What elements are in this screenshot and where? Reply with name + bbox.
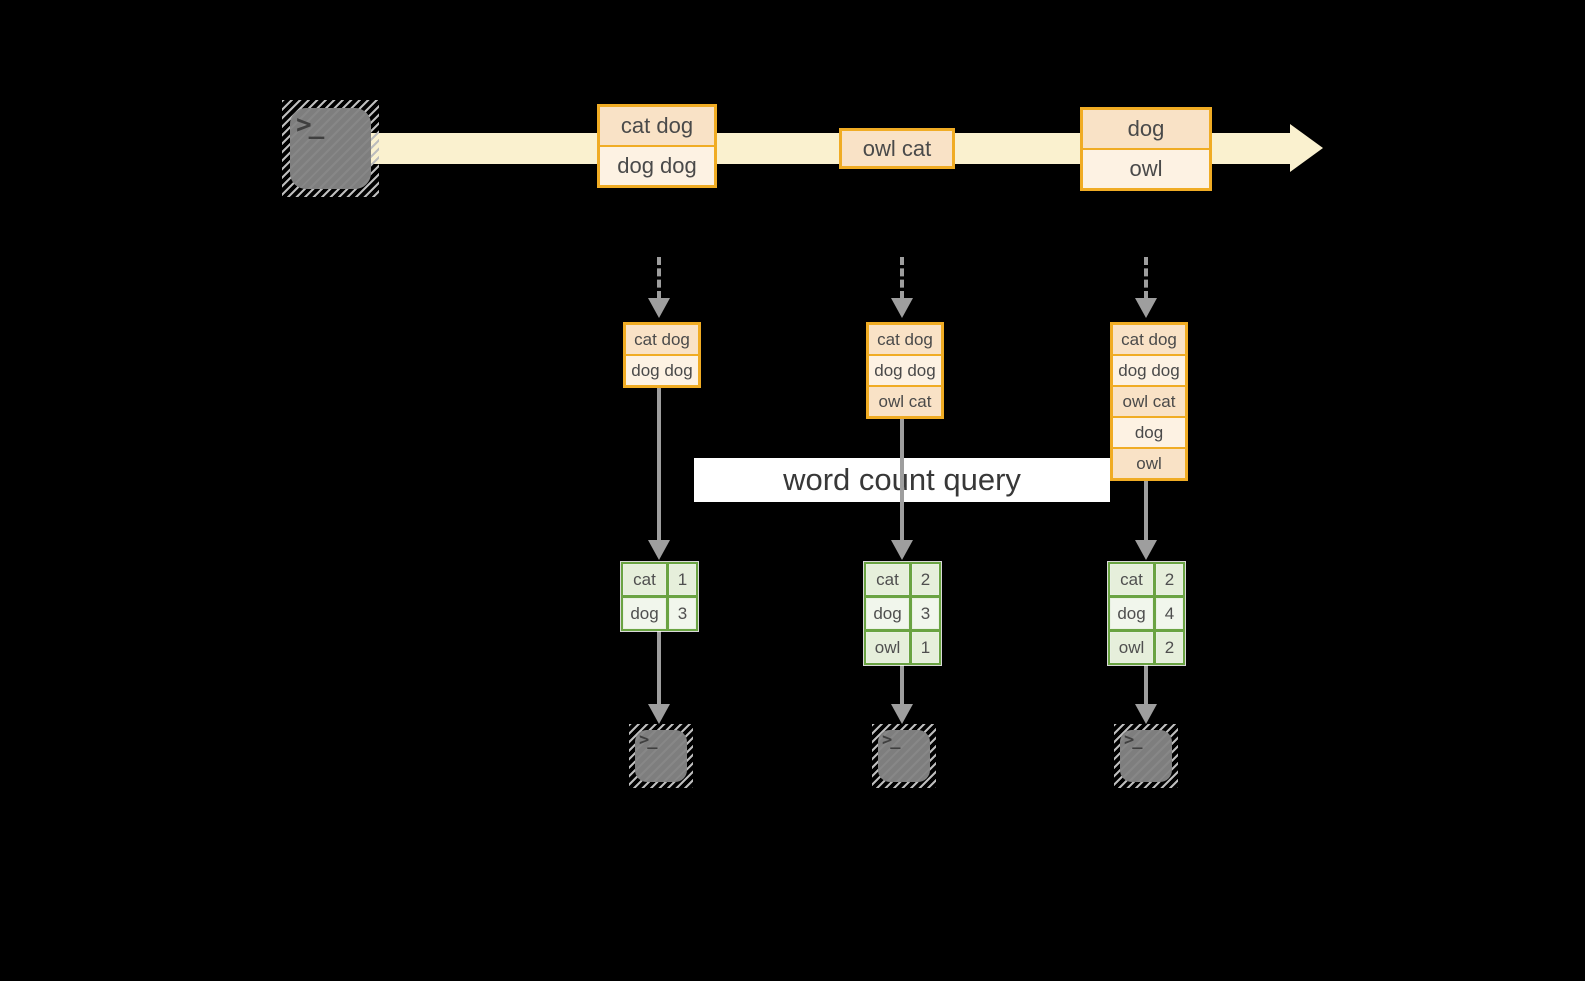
word-count-table: cat 2 dog 4 owl 2: [1107, 561, 1186, 666]
flow-line: [1144, 481, 1148, 542]
count-cell: 3: [913, 599, 938, 628]
stream-message-box: cat dog dog dog: [597, 104, 717, 188]
down-arrowhead-icon: [891, 540, 913, 560]
count-cell: 3: [670, 599, 695, 628]
dashed-arrow: [657, 257, 661, 299]
flow-line: [657, 386, 661, 542]
stream-message-box: owl cat: [839, 128, 955, 169]
output-terminal-icon: >_: [872, 724, 936, 788]
output-terminal-icon: >_: [629, 724, 693, 788]
count-cell: 4: [1157, 599, 1182, 628]
flow-line: [1144, 660, 1148, 706]
terminal-screen: [878, 730, 930, 782]
output-terminal-icon: >_: [1114, 724, 1178, 788]
count-cell: 2: [913, 565, 938, 594]
word-count-table: cat 1 dog 3: [620, 561, 699, 632]
word-cell: cat: [867, 565, 908, 594]
terminal-prompt-icon: >_: [882, 730, 901, 750]
down-arrowhead-icon: [648, 298, 670, 318]
buffer-row: cat dog: [1113, 325, 1185, 354]
input-buffer-box: cat dog dog dog: [623, 322, 701, 388]
down-arrowhead-icon: [1135, 540, 1157, 560]
terminal-prompt-icon: >_: [296, 110, 324, 140]
word-cell: dog: [867, 599, 908, 628]
word-cell: dog: [624, 599, 665, 628]
terminal-screen: [290, 108, 371, 189]
dashed-arrow: [900, 257, 904, 299]
terminal-prompt-icon: >_: [1124, 730, 1143, 750]
message-text: owl cat: [842, 131, 952, 166]
message-text: owl: [1083, 150, 1209, 188]
count-cell: 2: [1157, 565, 1182, 594]
buffer-row: owl cat: [1113, 387, 1185, 416]
down-arrowhead-icon: [1135, 704, 1157, 724]
word-count-table: cat 2 dog 3 owl 1: [863, 561, 942, 666]
buffer-row: dog dog: [626, 356, 698, 385]
terminal-prompt-icon: >_: [639, 730, 658, 750]
terminal-screen: [1120, 730, 1172, 782]
buffer-row: owl: [1113, 449, 1185, 478]
input-buffer-box: cat dog dog dog owl cat dog owl: [1110, 322, 1188, 481]
flow-line: [900, 417, 904, 542]
buffer-row: cat dog: [626, 325, 698, 354]
count-cell: 1: [670, 565, 695, 594]
down-arrowhead-icon: [891, 704, 913, 724]
word-cell: owl: [1111, 633, 1152, 662]
down-arrowhead-icon: [648, 704, 670, 724]
buffer-row: dog dog: [869, 356, 941, 385]
word-cell: cat: [624, 565, 665, 594]
flow-line: [900, 660, 904, 706]
message-text: dog: [1083, 110, 1209, 148]
input-buffer-box: cat dog dog dog owl cat: [866, 322, 944, 419]
terminal-screen: [635, 730, 687, 782]
stream-message-box: dog owl: [1080, 107, 1212, 191]
word-cell: owl: [867, 633, 908, 662]
dashed-arrow: [1144, 257, 1148, 299]
flow-line: [657, 631, 661, 706]
stream-arrowhead-icon: [1290, 124, 1323, 172]
buffer-row: owl cat: [869, 387, 941, 416]
word-cell: dog: [1111, 599, 1152, 628]
message-text: dog dog: [600, 147, 714, 185]
down-arrowhead-icon: [1135, 298, 1157, 318]
word-cell: cat: [1111, 565, 1152, 594]
down-arrowhead-icon: [891, 298, 913, 318]
buffer-row: dog: [1113, 418, 1185, 447]
down-arrowhead-icon: [648, 540, 670, 560]
source-terminal-icon: >_: [282, 100, 379, 197]
message-text: cat dog: [600, 107, 714, 145]
buffer-row: cat dog: [869, 325, 941, 354]
count-cell: 2: [1157, 633, 1182, 662]
buffer-row: dog dog: [1113, 356, 1185, 385]
count-cell: 1: [913, 633, 938, 662]
